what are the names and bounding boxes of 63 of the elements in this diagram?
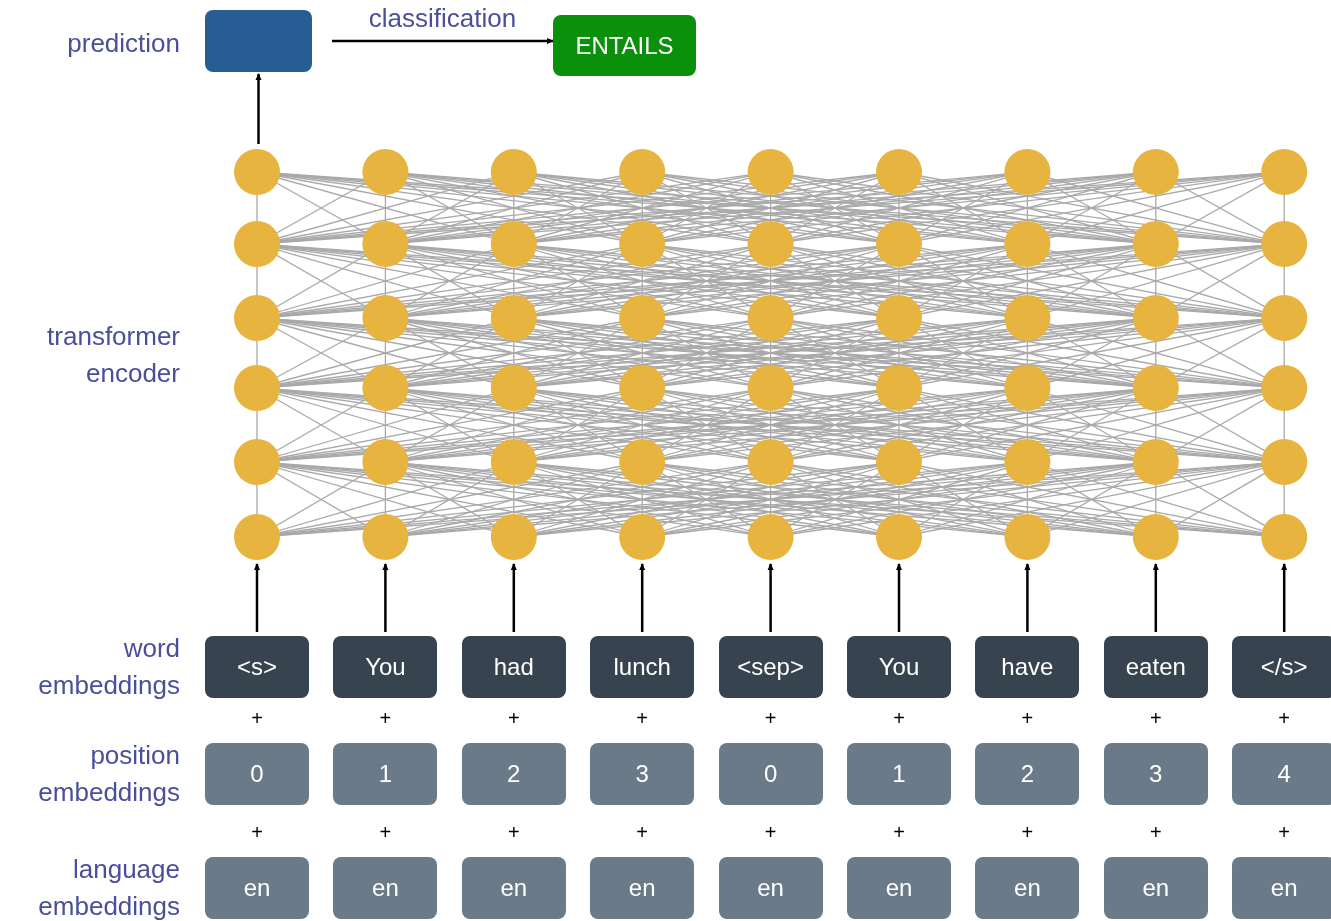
prediction-box [205, 10, 312, 72]
plus-sign: + [764, 822, 777, 842]
position-embedding-box: 2 [975, 743, 1080, 805]
plus-sign: + [251, 822, 263, 842]
arrow [1152, 563, 1159, 632]
language-embedding-box: en [205, 857, 309, 919]
position-embedding-box: 2 [461, 743, 566, 805]
language-embedding-box: en [718, 857, 823, 919]
arrow [1024, 563, 1031, 632]
word-embedding-box: <sep> [718, 636, 823, 698]
word-embedding-box: You [847, 636, 951, 698]
plus-sign: + [379, 708, 392, 728]
plus-sign: + [379, 822, 392, 842]
word-embedding-box: eaten [1103, 636, 1208, 698]
arrow [382, 563, 389, 632]
plus-sign: + [764, 708, 777, 728]
plus-sign: + [1021, 822, 1034, 842]
arrow [510, 563, 517, 632]
arrow [896, 563, 902, 632]
language-embedding-box: en [1232, 857, 1331, 919]
position-embedding-box: 1 [847, 743, 951, 805]
plus-sign: + [251, 708, 263, 728]
plus-sign: + [507, 822, 520, 842]
arrow [332, 38, 554, 44]
arrow [767, 563, 774, 632]
arrow [639, 563, 646, 632]
arrow [254, 563, 260, 632]
word-embedding-box: had [461, 636, 566, 698]
result-box: ENTAILS [553, 15, 696, 76]
plus-sign: + [1278, 822, 1291, 842]
plus-sign: + [636, 708, 649, 728]
row-label: transformer encoder [46, 320, 180, 390]
language-embedding-box: en [975, 857, 1080, 919]
row-label: word embeddings [37, 632, 180, 702]
position-embedding-box: 3 [590, 743, 695, 805]
plus-sign: + [1021, 708, 1034, 728]
plus-sign: + [636, 822, 649, 842]
language-embedding-box: en [461, 857, 566, 919]
plus-sign: + [1149, 708, 1162, 728]
plus-sign: + [1278, 708, 1291, 728]
language-embedding-box: en [333, 857, 438, 919]
position-embedding-box: 0 [718, 743, 823, 805]
plus-sign: + [1149, 822, 1162, 842]
row-label: prediction [66, 27, 180, 60]
language-embedding-box: en [1103, 857, 1208, 919]
row-label: language embeddings [37, 853, 180, 921]
language-embedding-box: en [590, 857, 695, 919]
word-embedding-box: </s> [1232, 636, 1331, 698]
position-embedding-box: 3 [1103, 743, 1208, 805]
arrow [1281, 563, 1288, 632]
row-label: position embeddings [37, 739, 180, 809]
position-embedding-box: 0 [205, 743, 309, 805]
position-embedding-box: 1 [333, 743, 438, 805]
plus-sign: + [893, 822, 905, 842]
arrow [255, 73, 262, 144]
word-embedding-box: You [333, 636, 438, 698]
word-embedding-box: <s> [205, 636, 309, 698]
language-embedding-box: en [847, 857, 951, 919]
plus-sign: + [507, 708, 520, 728]
word-embedding-box: have [975, 636, 1080, 698]
plus-sign: + [893, 708, 905, 728]
position-embedding-box: 4 [1232, 743, 1331, 805]
word-embedding-box: lunch [590, 636, 695, 698]
